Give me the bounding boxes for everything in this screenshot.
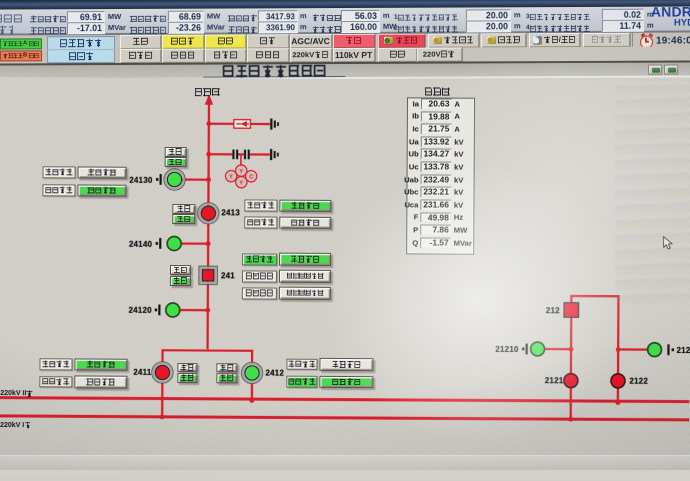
svg-text:C: C bbox=[249, 174, 253, 180]
svg-text:Y: Y bbox=[239, 180, 243, 186]
svg-text:Y: Y bbox=[239, 169, 243, 175]
svg-text:Y: Y bbox=[229, 174, 233, 180]
